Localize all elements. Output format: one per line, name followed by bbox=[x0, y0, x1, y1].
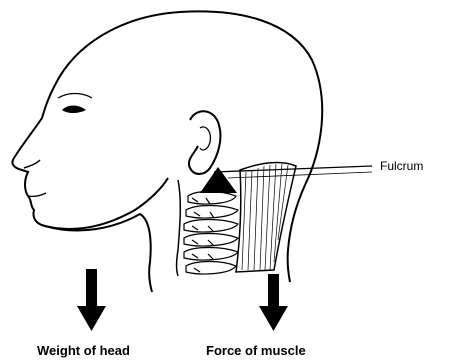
eye bbox=[62, 106, 86, 114]
force-of-muscle-label: Force of muscle bbox=[206, 343, 306, 358]
ear bbox=[189, 111, 221, 174]
cervical-vertebrae bbox=[184, 192, 238, 275]
mouth bbox=[28, 193, 46, 196]
neck-front bbox=[177, 180, 181, 276]
force-of-muscle-arrow bbox=[259, 274, 288, 331]
nostril-line bbox=[24, 160, 40, 168]
weight-of-head-arrow bbox=[77, 269, 106, 331]
eyebrow bbox=[58, 94, 92, 99]
ear-inner bbox=[200, 127, 210, 150]
weight-of-head-label: Weight of head bbox=[37, 343, 130, 358]
fulcrum-label: Fulcrum bbox=[380, 159, 423, 173]
neck-back bbox=[288, 185, 305, 282]
